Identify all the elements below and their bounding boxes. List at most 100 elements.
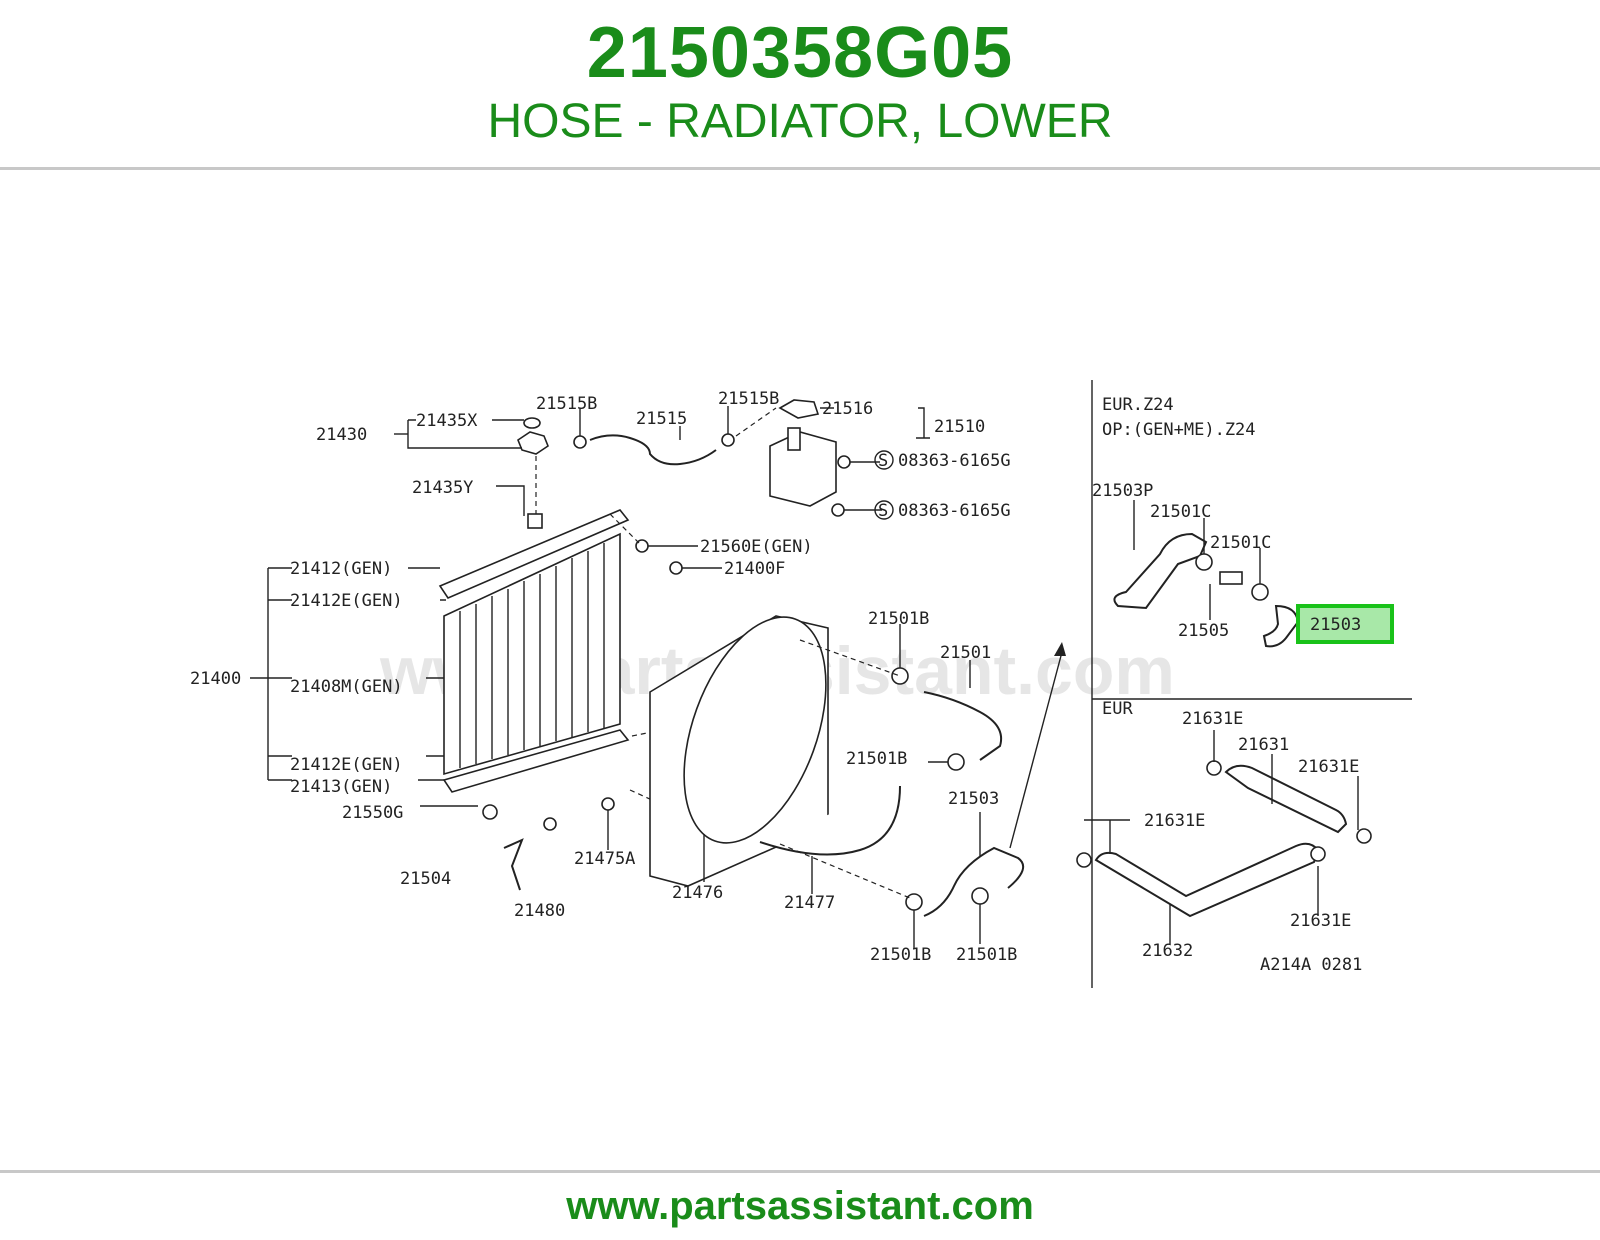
parts-diagram-svg: www.partsassistant.com S S [190, 380, 1412, 988]
drain-hose-part [503, 838, 524, 891]
leader-line [579, 406, 729, 440]
hose-clamp-part [891, 667, 909, 685]
label-21435y: 21435Y [412, 478, 473, 498]
label-21503p: 21503P [1092, 481, 1153, 501]
hose-clamp-part [971, 887, 989, 905]
label-21631e: 21631E [1298, 757, 1359, 777]
label-08363-6165g: 08363-6165G [898, 451, 1011, 471]
label-21550g: 21550G [342, 803, 403, 823]
hose-clamp-part [947, 753, 965, 771]
radiator-fins [459, 543, 605, 768]
leader-line [913, 812, 981, 948]
leader-bracket [267, 567, 292, 781]
screw-part [831, 503, 845, 517]
label-21501c: 21501C [1150, 502, 1211, 522]
hose-21503p-part [1113, 532, 1208, 610]
label-21510: 21510 [934, 417, 985, 437]
label-21400: 21400 [190, 669, 241, 689]
label-21501b: 21501B [870, 945, 931, 965]
s-symbol-text: S [878, 501, 888, 521]
label-08363-6165g: 08363-6165G [898, 501, 1011, 521]
part-description: HOSE - RADIATOR, LOWER [487, 95, 1113, 148]
label-21412e-gen: 21412E(GEN) [290, 591, 403, 611]
label-21413-gen: 21413(GEN) [290, 777, 392, 797]
leader-line [899, 624, 971, 763]
leader-line [648, 545, 722, 569]
lower-shroud-part [759, 785, 901, 856]
tank-hose-fitting-part [778, 399, 820, 419]
hose-21631-part [1224, 764, 1348, 834]
s-symbol-circle [874, 500, 894, 520]
label-21503: 21503 [948, 789, 999, 809]
footer-link[interactable]: www.partsassistant.com [566, 1184, 1034, 1228]
label-21504: 21504 [400, 869, 451, 889]
label-21515b: 21515B [536, 394, 597, 414]
label-21503-highlighted[interactable]: 21503 [1310, 615, 1361, 635]
highlight-box-21503[interactable] [1296, 604, 1394, 644]
clamp-21631e-part [1356, 828, 1372, 844]
hose-21632-part [1094, 842, 1320, 918]
upper-tank-part [438, 509, 630, 599]
hose-clamp-part [573, 435, 587, 449]
panel-eur-z24-title: EUR.Z24 [1102, 395, 1174, 415]
label-21631e: 21631E [1290, 911, 1351, 931]
footer-divider [0, 1170, 1600, 1173]
label-21475a: 21475A [574, 849, 635, 869]
s-symbol-text: S [878, 451, 888, 471]
leader-bracket [407, 419, 524, 449]
label-21515: 21515 [636, 409, 687, 429]
drawing-code: A214A 0281 [1260, 955, 1362, 975]
label-21501b: 21501B [846, 749, 907, 769]
radiator-cap-part [517, 431, 549, 455]
radiator-core-part [443, 532, 621, 776]
hose-clamp-part [905, 893, 923, 911]
label-21412e-gen: 21412E(GEN) [290, 755, 403, 775]
drain-plug-part [482, 804, 498, 820]
label-21480: 21480 [514, 901, 565, 921]
label-21560e: 21560E(GEN) [700, 537, 813, 557]
leader-bracket [820, 407, 930, 439]
fan-shroud-ring [683, 616, 827, 844]
label-21400f: 21400F [724, 559, 785, 579]
connector-21505-part [1219, 571, 1243, 585]
filler-neck-part [527, 513, 543, 529]
bolt-part [669, 561, 683, 575]
label-21505: 21505 [1178, 621, 1229, 641]
label-21501b: 21501B [956, 945, 1017, 965]
panel-eur-title: EUR [1102, 699, 1133, 719]
leader-line [1084, 730, 1359, 944]
screw-part [837, 455, 851, 469]
clip-part [601, 797, 615, 811]
label-21501: 21501 [940, 643, 991, 663]
panel-eur-z24-subtitle: OP:(GEN+ME).Z24 [1102, 420, 1256, 440]
reference-arrowhead [1054, 642, 1066, 656]
label-21430: 21430 [316, 425, 367, 445]
label-21632: 21632 [1142, 941, 1193, 961]
page-header: 2150358G05 HOSE - RADIATOR, LOWER [0, 0, 1600, 168]
upper-radiator-hose-part [923, 691, 1002, 761]
label-21516: 21516 [822, 399, 873, 419]
hose-clamp-part [721, 433, 735, 447]
reservoir-cap-part [787, 427, 801, 451]
part-number-title: 2150358G05 [586, 13, 1014, 93]
seal-ring-part [523, 417, 541, 429]
clamp-21631e-part [1310, 846, 1326, 862]
clamp-21501c-part [1251, 583, 1269, 601]
label-21476: 21476 [672, 883, 723, 903]
reference-arrow [1009, 651, 1063, 849]
label-21631e: 21631E [1144, 811, 1205, 831]
label-21412-gen: 21412(GEN) [290, 559, 392, 579]
lower-tank-part [442, 729, 630, 793]
drain-cock-part [543, 817, 557, 831]
overflow-hose-part [589, 434, 717, 466]
label-21515b: 21515B [718, 389, 779, 409]
dashed-guide [779, 843, 911, 899]
leader-line [408, 567, 446, 781]
clamp-21501c-part [1195, 553, 1213, 571]
label-21408m-gen: 21408M(GEN) [290, 677, 403, 697]
lower-radiator-hose-part [923, 846, 1025, 917]
header-divider [0, 167, 1600, 170]
label-21631: 21631 [1238, 735, 1289, 755]
s-symbol-circle [874, 450, 894, 470]
parts-diagram: www.partsassistant.com S S [180, 336, 1420, 1016]
